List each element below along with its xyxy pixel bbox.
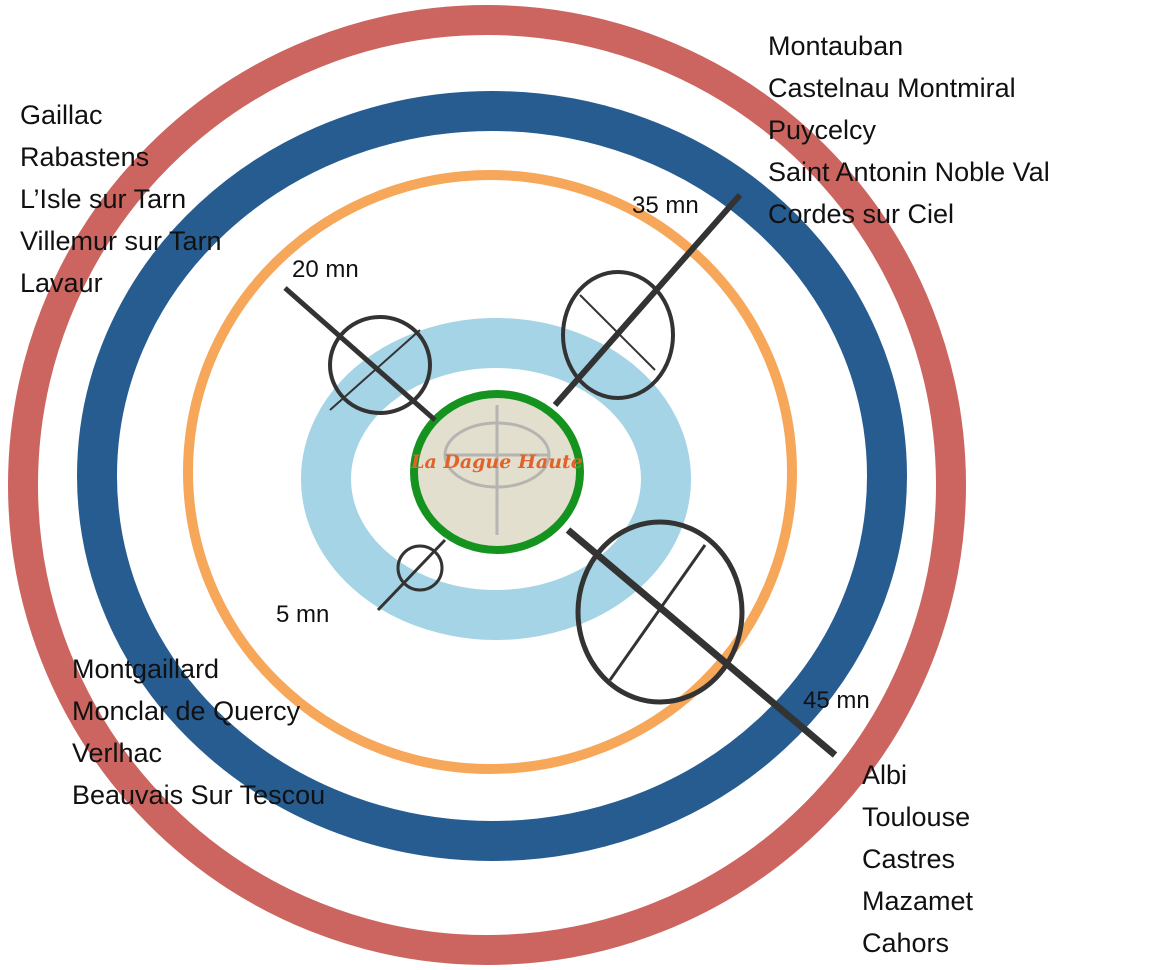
town: Montauban [768, 31, 903, 61]
ring-5mn [301, 318, 691, 640]
town: Monclar de Quercy [72, 696, 301, 726]
town: Gaillac [20, 100, 103, 130]
logo-text: La Dague Haute [410, 451, 583, 473]
compass-45mn-icon [565, 519, 838, 758]
compass-35mn-icon [552, 193, 743, 407]
ring-20mn [183, 170, 797, 774]
time-label-5mn: 5 mn [276, 601, 329, 628]
town: Beauvais Sur Tescou [72, 780, 325, 810]
town: Rabastens [20, 142, 149, 172]
time-label-20mn: 20 mn [292, 256, 359, 283]
town: Toulouse [862, 802, 970, 832]
town: Montgaillard [72, 654, 219, 684]
towns-northeast: Montauban Castelnau Montmiral Puycelcy S… [768, 31, 1050, 229]
town: Albi [862, 760, 907, 790]
town: Mazamet [862, 886, 974, 916]
town: Cahors [862, 928, 949, 958]
time-label-45mn: 45 mn [803, 687, 870, 714]
town: Verlhac [72, 738, 162, 768]
towns-southeast: Albi Toulouse Castres Mazamet Cahors [862, 760, 974, 958]
town: Castelnau Montmiral [768, 73, 1016, 103]
compass-5mn-icon [376, 538, 447, 612]
time-label-35mn: 35 mn [632, 192, 699, 219]
compass-arrows [283, 193, 838, 758]
town: Puycelcy [768, 115, 877, 145]
ring-35mn [77, 91, 907, 861]
town: Castres [862, 844, 955, 874]
town: Villemur sur Tarn [20, 226, 222, 256]
center-logo: La Dague Haute [410, 390, 584, 554]
town: Lavaur [20, 268, 103, 298]
towns-southwest: Montgaillard Monclar de Quercy Verlhac B… [72, 654, 325, 810]
towns-northwest: Gaillac Rabastens L’Isle sur Tarn Villem… [20, 100, 222, 298]
ring-45mn [8, 5, 966, 965]
town: Cordes sur Ciel [768, 199, 954, 229]
compass-20mn-icon [283, 286, 437, 422]
town: Saint Antonin Noble Val [768, 157, 1050, 187]
town: L’Isle sur Tarn [20, 184, 186, 214]
